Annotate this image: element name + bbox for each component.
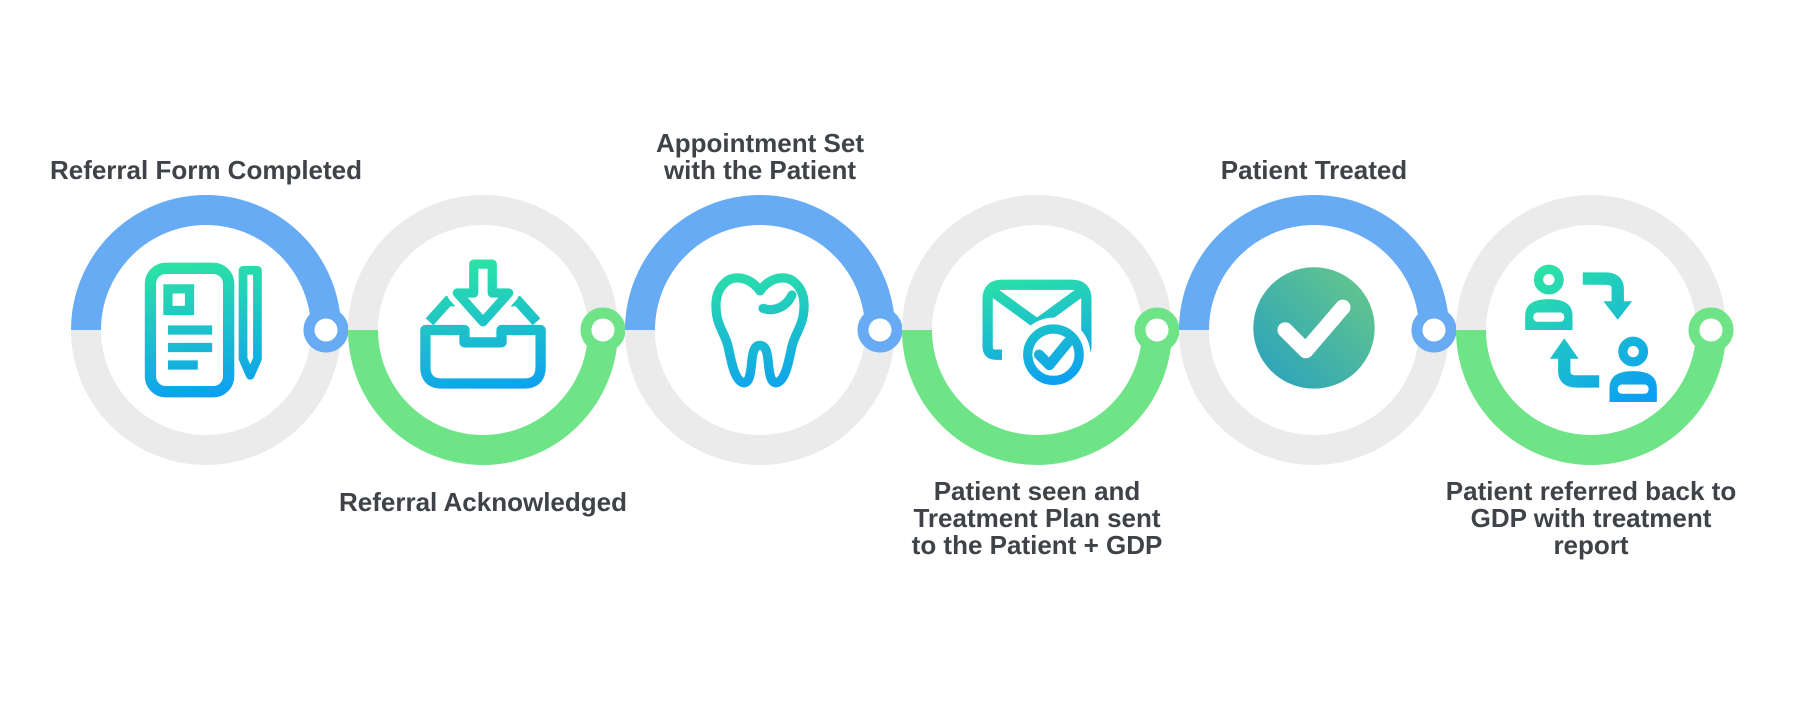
patient-exchange-icon xyxy=(1525,264,1657,402)
step-label: Referral Acknowledged xyxy=(338,487,627,517)
step-circle xyxy=(1179,195,1457,465)
step-circle xyxy=(625,195,903,465)
step-label: Patient referred back to GDP with treatm… xyxy=(1445,476,1737,560)
connector-ring xyxy=(1411,307,1457,353)
step-circle xyxy=(1456,195,1734,465)
check-circle-icon xyxy=(1253,267,1375,389)
step-label: Appointment Set with the Patient xyxy=(656,128,864,185)
document-pen-icon xyxy=(144,262,262,398)
inbox-receive-icon xyxy=(420,258,546,389)
progress-arc xyxy=(625,195,895,331)
envelope-check-icon xyxy=(982,279,1092,392)
track-arc xyxy=(1456,195,1726,331)
track-arc xyxy=(1179,329,1449,465)
progress-arc xyxy=(71,195,341,331)
step-circle xyxy=(902,195,1180,465)
connector-ring xyxy=(1134,307,1180,353)
connector-ring xyxy=(1688,307,1734,353)
track-arc xyxy=(902,195,1172,331)
step-label: Patient seen and Treatment Plan sent to … xyxy=(911,476,1163,560)
track-arc xyxy=(625,329,895,465)
progress-arc xyxy=(1179,195,1449,331)
track-arc xyxy=(348,195,618,331)
progress-arc xyxy=(902,329,1172,465)
progress-arc xyxy=(1456,329,1726,465)
step-label: Patient Treated xyxy=(1220,155,1408,185)
connector-ring xyxy=(580,307,626,353)
connector-ring xyxy=(303,307,349,353)
step-circle xyxy=(71,195,349,465)
track-arc xyxy=(71,329,341,465)
tooth-icon xyxy=(711,273,809,388)
connector-ring xyxy=(857,307,903,353)
step-circle xyxy=(348,195,626,465)
progress-arc xyxy=(348,329,618,465)
step-label: Referral Form Completed xyxy=(49,155,363,185)
